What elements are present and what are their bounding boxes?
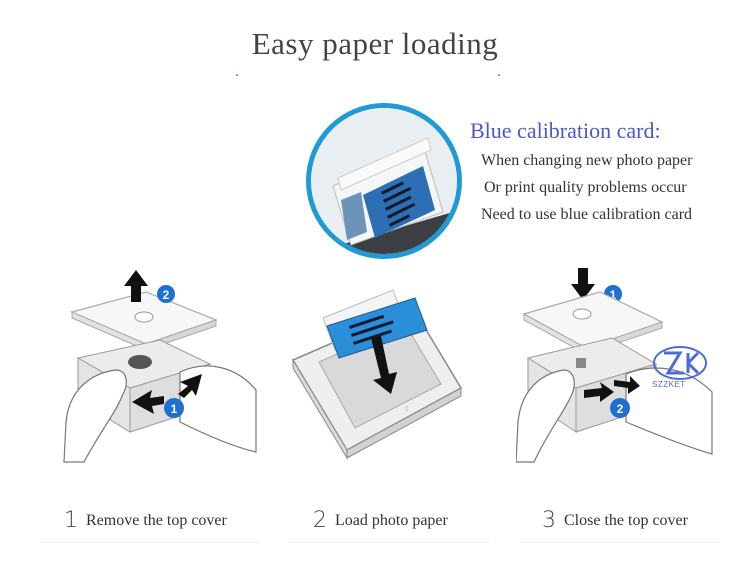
arrow-icon-right: [132, 390, 164, 414]
svg-text:1: 1: [610, 288, 617, 302]
brand-logo: [653, 346, 707, 380]
step-1-number: 1: [64, 508, 78, 533]
step3-illustration: 1 2: [516, 268, 713, 463]
calibration-heading: Blue calibration card:: [470, 118, 661, 143]
calibration-line-1: When changing new photo paper: [481, 152, 693, 169]
step-2-underline: [290, 542, 490, 543]
badge-two-label: 2: [163, 288, 170, 302]
step-1-caption: 1 Remove the top cover: [64, 508, 227, 533]
step-2-label: Load photo paper: [335, 512, 448, 529]
title-divider: [236, 74, 500, 76]
arrow-down-icon: [371, 336, 397, 394]
badge-one: 1: [164, 398, 184, 418]
arrow-down-icon: [571, 268, 595, 300]
step-2-number: 2: [313, 508, 327, 533]
arrow-up-icon: [124, 270, 148, 302]
step-1-label: Remove the top cover: [86, 512, 227, 529]
page-title: Easy paper loading: [251, 26, 499, 61]
arrow-icon-right-2: [614, 376, 640, 394]
step-3-caption: 3 Close the top cover: [542, 508, 688, 533]
arrow-icon-right: [584, 382, 614, 402]
calibration-card-closeup: [306, 103, 462, 259]
badge-two: 2: [157, 285, 175, 303]
calibration-line-2: Or print quality problems occur: [484, 179, 687, 196]
badge-two: 2: [610, 398, 630, 418]
badge-one-label: 1: [171, 402, 178, 416]
step-3-underline: [520, 542, 720, 543]
brand-watermark: SZZKET: [652, 380, 686, 389]
step-1-underline: [40, 542, 260, 543]
step1-illustration: 2 1: [63, 270, 257, 463]
svg-text:▯: ▯: [405, 406, 408, 412]
calibration-line-3: Need to use blue calibration card: [481, 206, 693, 223]
step-2-caption: 2 Load photo paper: [313, 508, 448, 533]
step-3-label: Close the top cover: [564, 512, 688, 529]
step-3-number: 3: [542, 508, 556, 533]
arrow-icon-left: [178, 374, 202, 398]
step2-illustration: ▯: [291, 289, 463, 460]
svg-text:2: 2: [617, 402, 624, 416]
